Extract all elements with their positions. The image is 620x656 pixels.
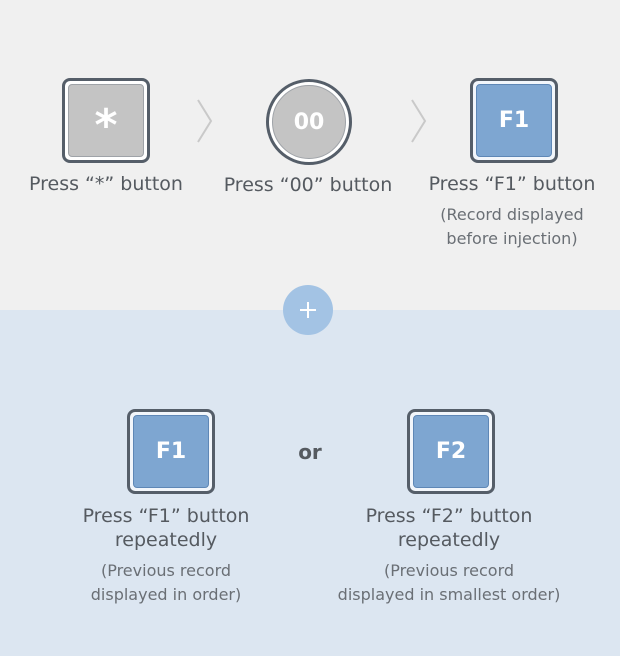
f2-repeat-key-label: F2 xyxy=(413,415,489,488)
option-1-label-line-2: repeatedly xyxy=(114,529,218,551)
f1-key-label: F1 xyxy=(476,84,552,157)
option-2-label-line-1: Press “F2” button xyxy=(365,505,533,527)
plus-icon xyxy=(283,285,333,335)
step-3-note-line-2: before injection) xyxy=(446,229,578,248)
step-1-label: Press “*” button xyxy=(29,173,183,195)
double-zero-key-label: 00 xyxy=(272,85,346,159)
chevron-right-icon xyxy=(197,99,213,143)
option-2-note-line-2: displayed in smallest order) xyxy=(337,585,561,604)
f2-repeat-key: F2 xyxy=(407,409,495,494)
or-separator: or xyxy=(298,440,322,464)
option-2-note-line-1: (Previous record xyxy=(383,561,515,580)
step-3-label: Press “F1” button xyxy=(428,173,596,195)
f1-repeat-key: F1 xyxy=(127,409,215,494)
chevron-right-icon xyxy=(411,99,427,143)
step-3-note-line-1: (Record displayed xyxy=(440,205,584,224)
f1-repeat-key-label: F1 xyxy=(133,415,209,488)
star-key: * xyxy=(62,78,150,163)
step-2-label: Press “00” button xyxy=(223,174,393,196)
option-2-label-line-2: repeatedly xyxy=(397,529,501,551)
f1-key: F1 xyxy=(470,78,558,163)
star-key-label: * xyxy=(68,84,144,157)
option-1-note-line-2: displayed in order) xyxy=(90,585,242,604)
double-zero-key: 00 xyxy=(266,79,352,165)
bottom-section xyxy=(0,310,620,656)
option-1-label-line-1: Press “F1” button xyxy=(82,505,250,527)
option-1-note-line-1: (Previous record xyxy=(100,561,232,580)
